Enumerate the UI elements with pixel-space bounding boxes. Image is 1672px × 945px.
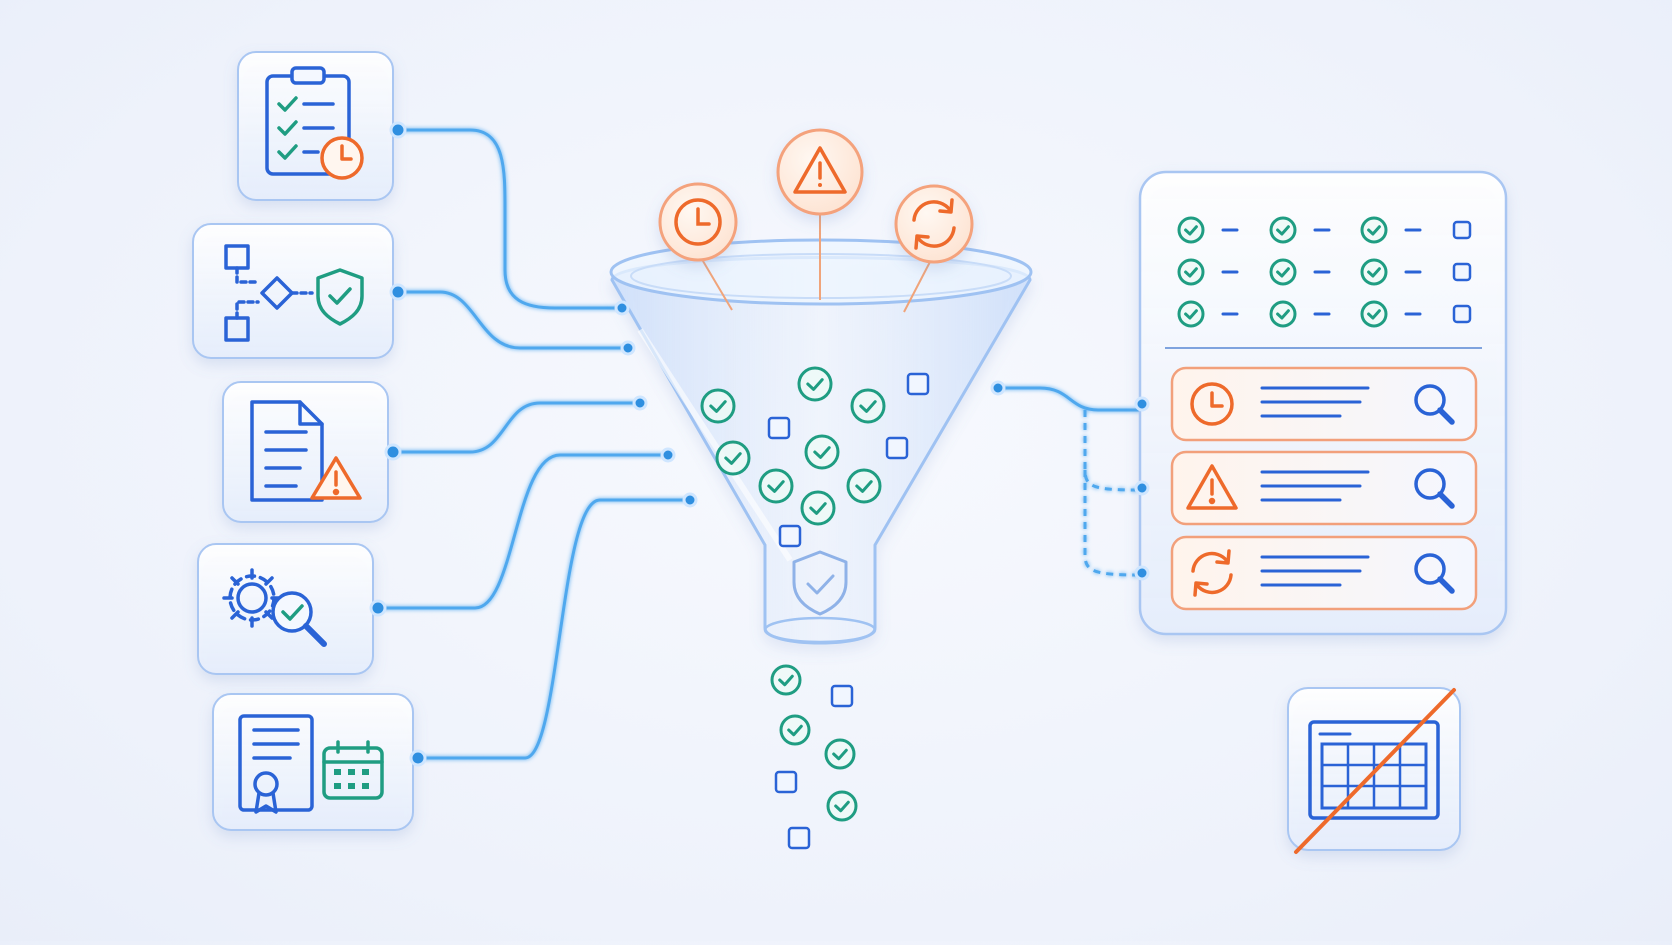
alert-pins (658, 128, 974, 313)
workflow-shield-icon (224, 244, 364, 342)
clock-icon (1190, 382, 1234, 426)
search-icon[interactable] (1414, 384, 1455, 425)
wire-5 (416, 498, 690, 760)
check-circle-icon (824, 738, 856, 770)
input-card-gear (197, 543, 387, 675)
search-icon[interactable] (1414, 553, 1455, 594)
connector-node (369, 599, 387, 617)
check-circle-icon (1177, 300, 1205, 328)
clipboard-checklist-clock-icon (265, 66, 364, 180)
connector-node (1134, 396, 1150, 412)
issue-row[interactable] (1134, 366, 1478, 442)
connector-node (1134, 480, 1150, 496)
gear-magnifier-check-icon (222, 568, 327, 647)
pending-square-icon (778, 524, 802, 548)
wire-4 (376, 453, 667, 610)
funnel-items (700, 366, 930, 548)
pending-square-icon (885, 436, 909, 460)
warning-alert-icon (776, 128, 864, 216)
check-circle-icon (826, 790, 858, 822)
output-wires (1000, 386, 1143, 577)
check-circle-icon (770, 664, 802, 696)
search-icon[interactable] (1414, 468, 1455, 509)
check-circle-icon (700, 388, 736, 424)
input-card-document (222, 381, 402, 523)
calendar-crossed-out-icon (1294, 688, 1456, 854)
calendar-card (1287, 687, 1461, 854)
strike-line (1294, 688, 1456, 854)
funnel-input-node (682, 492, 698, 508)
connector-node (1134, 565, 1150, 581)
connector-node (389, 283, 407, 301)
pending-square-icon (1452, 220, 1472, 240)
check-circle-icon (1269, 258, 1297, 286)
connector-node (384, 443, 402, 461)
issue-row[interactable] (1134, 450, 1478, 526)
check-circle-icon (1269, 216, 1297, 244)
pending-square-icon (767, 416, 791, 440)
check-circle-icon (800, 490, 836, 526)
output-panel (1134, 170, 1508, 636)
checklist-grid (1177, 216, 1472, 328)
pending-square-icon (830, 684, 854, 708)
check-circle-icon (1177, 216, 1205, 244)
wire-out-main (1000, 386, 1142, 412)
wire-3 (396, 401, 637, 454)
issue-row[interactable] (1134, 535, 1478, 611)
pending-square-icon (1452, 304, 1472, 324)
issue-rows (1134, 366, 1478, 611)
funnel-output-node (990, 380, 1006, 396)
check-circle-icon (850, 388, 886, 424)
check-circle-icon (1360, 300, 1388, 328)
check-circle-icon (804, 434, 840, 470)
check-circle-icon (1360, 216, 1388, 244)
pending-square-icon (787, 826, 811, 850)
funnel-input-node (614, 300, 630, 316)
funnel-input-node (660, 447, 676, 463)
pending-square-icon (1452, 262, 1472, 282)
connector-node (409, 749, 427, 767)
check-circle-icon (715, 440, 751, 476)
shield-check-icon (792, 550, 848, 616)
input-card-workflow (192, 223, 407, 359)
falling-items (770, 664, 858, 850)
check-circle-icon (797, 366, 833, 402)
input-card-certificate (212, 693, 427, 831)
wire-2 (396, 290, 627, 350)
check-circle-icon (758, 468, 794, 504)
funnel-input-node (620, 340, 636, 356)
warning-icon (1186, 464, 1238, 510)
check-circle-icon (779, 714, 811, 746)
connector-node (389, 121, 407, 139)
pending-square-icon (906, 372, 930, 396)
document-warning-icon (250, 400, 362, 502)
refresh-alert-icon (894, 184, 974, 264)
wire-out-dashed-2 (1083, 410, 1143, 492)
refresh-icon (1191, 549, 1233, 597)
check-circle-icon (846, 468, 882, 504)
input-card-clipboard (237, 51, 407, 201)
clock-alert-icon (658, 182, 738, 262)
wire-1 (396, 128, 627, 310)
check-circle-icon (1269, 300, 1297, 328)
check-circle-icon (1177, 258, 1205, 286)
certificate-calendar-icon (238, 714, 384, 814)
pending-square-icon (774, 770, 798, 794)
funnel-input-node (632, 395, 648, 411)
check-circle-icon (1360, 258, 1388, 286)
input-wires (376, 128, 690, 760)
